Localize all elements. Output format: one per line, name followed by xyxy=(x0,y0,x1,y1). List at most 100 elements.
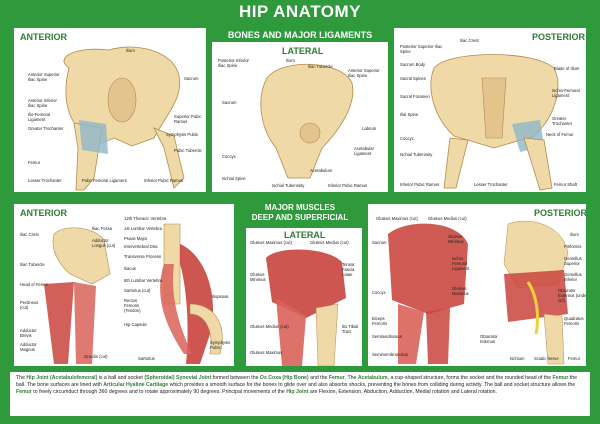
label: Iliac Tubercle xyxy=(308,64,333,69)
label: Acetabulum xyxy=(310,168,333,173)
label: 1st Lumbar Vertebra xyxy=(124,226,162,231)
caption-term: Articular Hyaline Cartilage xyxy=(103,382,169,388)
label: Piriformis xyxy=(564,244,582,249)
label: Semimembranosus xyxy=(372,352,409,357)
label: Inferior Pubic Ramus xyxy=(328,183,368,188)
pelvis-posterior-illustration xyxy=(430,54,559,191)
label: Gluteus Minimus xyxy=(448,234,464,244)
label: Ilium xyxy=(570,232,579,237)
label: Adductor Longus (cut) xyxy=(92,238,116,248)
caption-text: which provides a smooth surface for the … xyxy=(168,382,576,388)
caption-text: is a ball and socket xyxy=(97,375,145,381)
panel-posterior-top: POSTERIOR Posterior Superior Iliac Spine… xyxy=(392,26,588,194)
caption-term: Hip Joint (Acetabulofemoral) xyxy=(26,375,98,381)
label: Inferior Pubic Ramus xyxy=(144,178,184,183)
label: Symphysis Pubis xyxy=(166,132,198,137)
label: Pectineus (cut) xyxy=(20,300,39,310)
caption-term: Femur xyxy=(16,389,32,395)
label: Tensor Fascia Latae xyxy=(342,262,355,277)
label: Ischial Spine xyxy=(222,176,246,181)
label: Sacrum xyxy=(184,76,199,81)
label: Ischio Femoral Ligament xyxy=(452,256,470,271)
caption-term: Femur xyxy=(552,375,569,381)
label: Ilium xyxy=(286,58,295,63)
label: Pubo Femoral Ligament xyxy=(82,178,127,183)
label: Iliopsoas xyxy=(212,294,229,299)
label: Gluteus Medius (cut) xyxy=(310,240,349,245)
label: Obturator Externus (under G/I) xyxy=(558,288,588,303)
caption-text: the ball. The bone surfaces are lined wi… xyxy=(16,375,578,388)
label: Ilial Spine xyxy=(400,112,419,117)
caption-text: are Flexion, Extension, Abduction, Adduc… xyxy=(308,389,497,395)
label: Gluteus Medius (cut) xyxy=(428,216,467,221)
label: Ischial Tuberosity xyxy=(272,183,305,188)
label: Pubic Tubercle xyxy=(174,148,202,153)
caption-text: The xyxy=(16,375,27,381)
label: Lesser Trochanter xyxy=(28,178,62,183)
label: Iliac Fossa xyxy=(92,226,113,231)
panel-posterior-bottom: POSTERIOR Gluteus Maximus (cut) Gluteus … xyxy=(366,202,588,368)
label: Gluteus Maximus (cut) xyxy=(376,216,418,221)
label: Sacrum xyxy=(372,240,387,245)
label: Obturator Internus xyxy=(480,334,498,344)
label: Iliac Crest xyxy=(460,38,479,43)
caption-text: to freely circumduct through 360 degrees… xyxy=(31,389,287,395)
label: Blade of Ilium xyxy=(554,66,580,71)
label: Gluteus Maximus (cut) xyxy=(250,240,292,245)
label: Ischium xyxy=(510,356,525,361)
panel-bones-ligaments: BONES AND MAJOR LIGAMENTS LATERAL Poster… xyxy=(210,26,390,194)
label: Gluteus Maximus xyxy=(250,350,283,355)
label: Posterior Inferior Iliac Spine xyxy=(218,58,249,68)
label: Semitendinosus xyxy=(372,334,402,339)
panel-subheading: LATERAL xyxy=(284,230,326,240)
panel-heading: ANTERIOR xyxy=(20,32,67,42)
anterior-muscles-illustration xyxy=(44,223,223,364)
label: Superior Pubic Ramus xyxy=(174,114,202,124)
caption-term: Os Coxa (Hip Bone) xyxy=(259,375,309,381)
muscles-heading: MAJOR MUSCLES DEEP AND SUPERFICIAL xyxy=(238,202,362,225)
panel-muscles-lateral: LATERAL Gluteus Maximus (cut) Gluteus Me… xyxy=(244,226,364,368)
label: Sacrum xyxy=(222,100,237,105)
label: Transverse Process xyxy=(124,254,162,259)
label: Quadratus Femoris xyxy=(564,316,584,326)
label: Sartorius (cut) xyxy=(124,288,151,293)
label: Gemellus Inferior xyxy=(564,272,582,282)
label: Gluteus Maximus xyxy=(452,286,469,296)
label: Ilio Tibial Tract xyxy=(342,324,359,334)
label: Femur xyxy=(568,356,581,361)
label: Biceps Femoris xyxy=(372,316,388,326)
muscles-heading-line2: DEEP AND SUPERFICIAL xyxy=(251,213,349,222)
label: Adductor Magnus xyxy=(20,342,37,352)
panel-anterior-bottom: ANTERIOR Iliac Crest Iliac Fossa Adducto… xyxy=(12,202,236,368)
panel-heading: POSTERIOR xyxy=(534,208,588,218)
label: Ilium xyxy=(126,48,135,53)
panel-heading: BONES AND MAJOR LIGAMENTS xyxy=(212,28,388,42)
label: Iliac Tubercle xyxy=(20,262,45,267)
label: Iliac Crest xyxy=(20,232,39,237)
label: Ilio-Femoral Ligament xyxy=(28,112,51,122)
label: Psoas Major xyxy=(124,236,148,241)
label: Femur xyxy=(28,160,41,165)
label: Ischio-Femoral Ligament xyxy=(552,88,580,98)
label: Coccyx xyxy=(372,290,386,295)
label: Sacrum Body xyxy=(400,62,426,67)
page-title: HIP ANATOMY xyxy=(239,2,361,21)
label: Anterior Inferior Iliac Spine xyxy=(28,98,57,108)
label: Acetabular Ligament xyxy=(354,146,375,156)
label: Inferior Pubic Ramus xyxy=(400,182,440,187)
label: Head of Femur xyxy=(20,282,48,287)
label: Neck of Femur xyxy=(546,132,574,137)
label: Sartorius xyxy=(138,356,155,361)
description-text: The Hip Joint (Acetabulofemoral) is a ba… xyxy=(10,372,590,416)
label: Anterior Superior Iliac Spine xyxy=(28,72,60,82)
caption-text: , a cup-shaped structure, forms the sock… xyxy=(387,375,553,381)
label: Hip Capsule xyxy=(124,322,147,327)
pelvis-lateral-illustration xyxy=(260,63,354,179)
label: Symphysis Pubis xyxy=(210,340,231,350)
pelvis-anterior-illustration xyxy=(63,46,185,191)
label: Sacral Foramen xyxy=(400,94,430,99)
label: Sciatic Nerve xyxy=(534,356,559,361)
label: Lesser Trochanter xyxy=(474,182,508,187)
label: 12th Thoracic Vertebra xyxy=(124,216,167,221)
